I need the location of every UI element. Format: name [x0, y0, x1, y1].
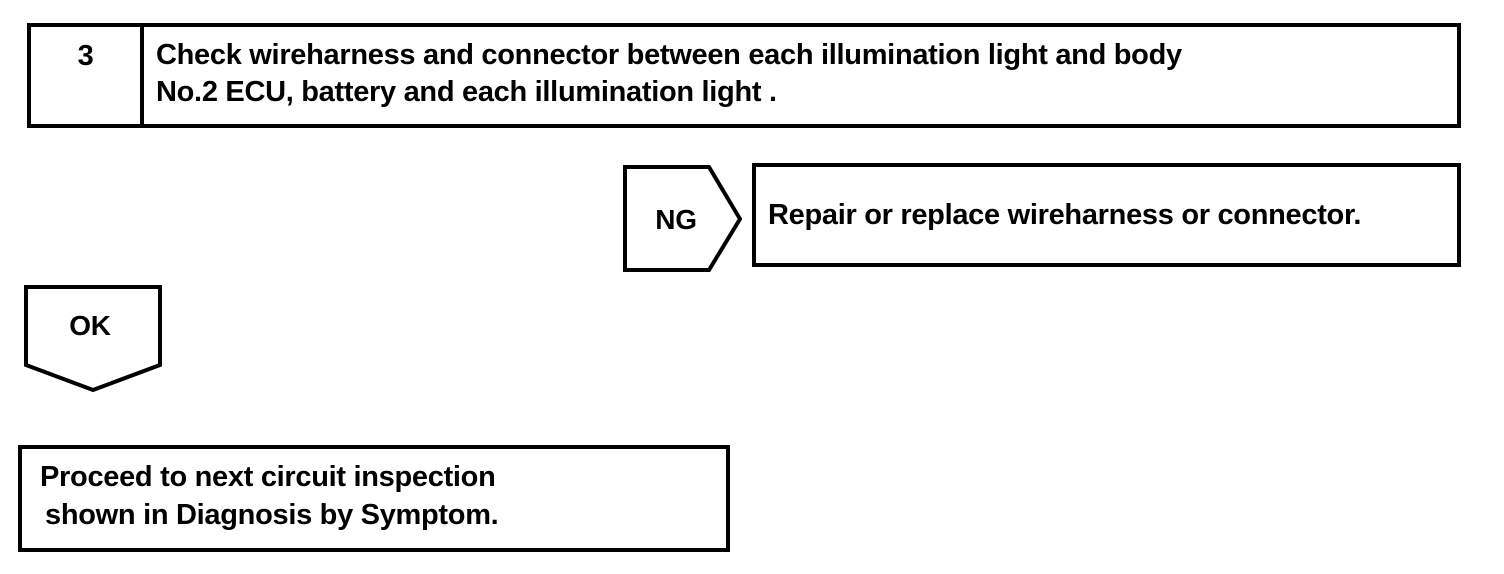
step-instruction: Check wireharness and connector between …	[144, 27, 1457, 124]
ok-label: OK	[69, 310, 110, 341]
result-box: Proceed to next circuit inspection shown…	[18, 445, 730, 552]
ok-connector: OK	[24, 285, 162, 392]
step-box: 3 Check wireharness and connector betwee…	[27, 23, 1461, 128]
ng-connector: NG	[623, 165, 742, 272]
result-line2: shown in Diagnosis by Symptom.	[45, 499, 499, 531]
repair-action-text: Repair or replace wireharness or connect…	[768, 198, 1362, 231]
ng-pentagon-shape	[623, 165, 742, 272]
step-number-cell: 3	[31, 27, 144, 124]
step-instruction-line2: No.2 ECU, battery and each illumination …	[156, 76, 777, 108]
step-instruction-line1: Check wireharness and connector between …	[156, 39, 1182, 71]
ok-pentagon-shape	[24, 285, 162, 392]
repair-action-box: Repair or replace wireharness or connect…	[752, 163, 1461, 267]
ng-label: NG	[655, 204, 696, 235]
step-number: 3	[77, 40, 94, 72]
result-line1: Proceed to next circuit inspection	[40, 461, 496, 493]
